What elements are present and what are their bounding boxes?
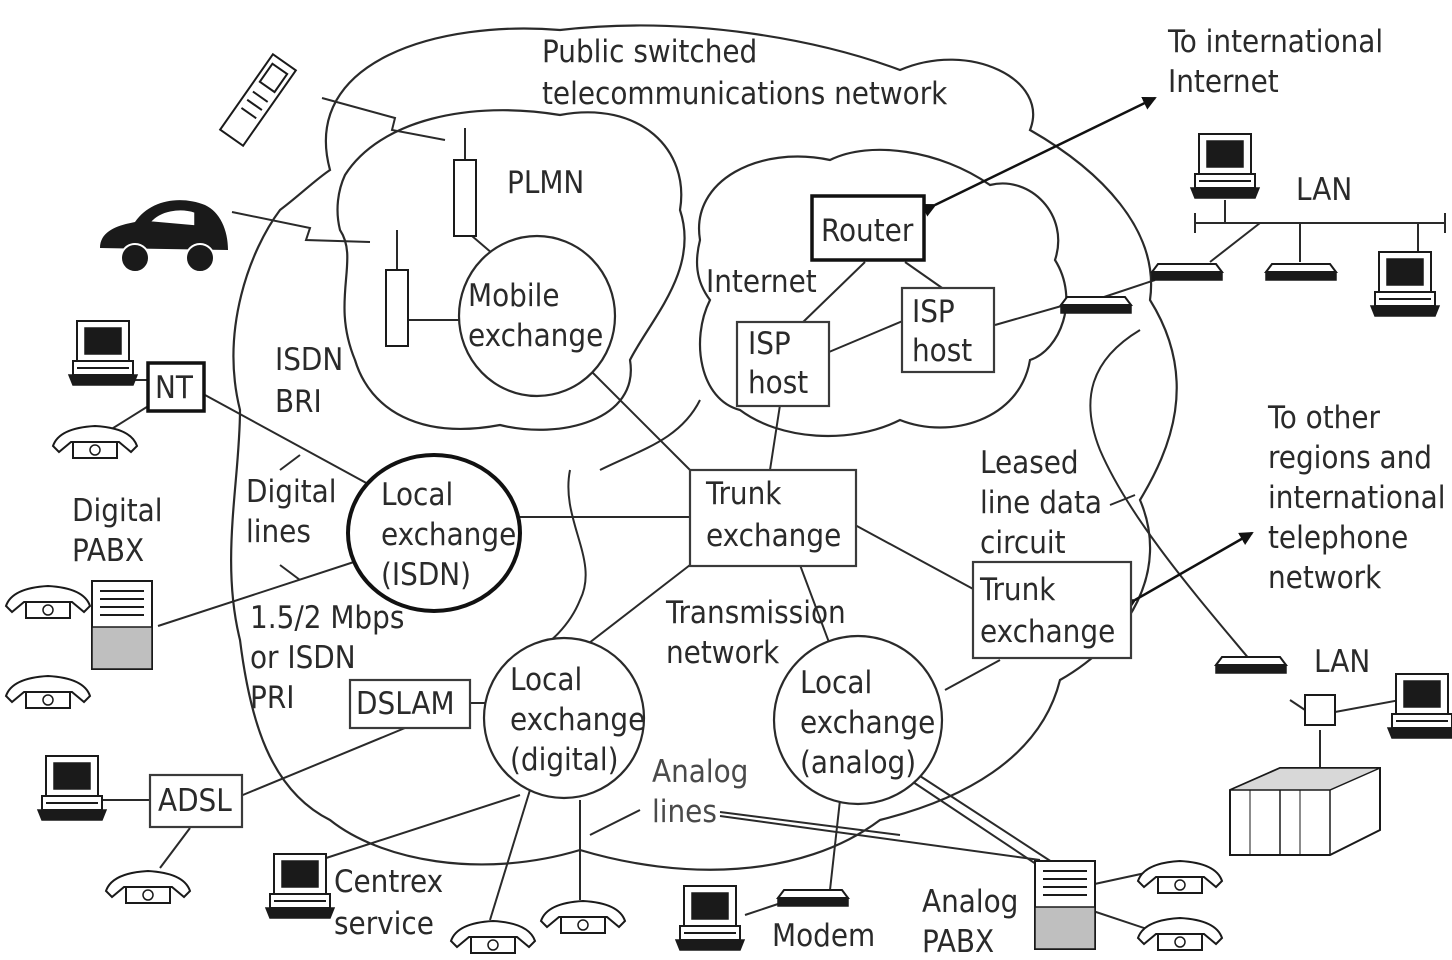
lan-bottom-pc-icon bbox=[1387, 673, 1452, 739]
isdn-pc-icon bbox=[68, 320, 138, 386]
mobile-phone-icon bbox=[218, 52, 298, 148]
arrow-international-internet bbox=[921, 96, 1157, 217]
modem-label: Modem bbox=[772, 918, 875, 954]
lan-pc-top-right-icon bbox=[1370, 251, 1440, 317]
nt-box bbox=[146, 361, 206, 413]
modem-pc-icon bbox=[675, 885, 745, 951]
adsl-box bbox=[148, 773, 244, 829]
isdn-phone-icon bbox=[52, 425, 138, 459]
isp-host-right-box bbox=[900, 286, 996, 374]
local-exchange-analog-circle bbox=[772, 634, 944, 806]
internet-label: Internet bbox=[706, 264, 817, 300]
lan-top-label: LAN bbox=[1296, 172, 1352, 208]
car-icon bbox=[100, 200, 228, 273]
lan-modem-2-icon bbox=[1265, 263, 1337, 281]
nt-label: NT bbox=[155, 370, 194, 406]
pstn-cloud bbox=[230, 24, 1178, 871]
adsl-phone-icon bbox=[105, 870, 191, 904]
local-exchange-isdn-circle bbox=[346, 453, 522, 613]
trunk-exchange-center-box bbox=[688, 468, 858, 568]
pabx-phone-1-icon bbox=[5, 585, 91, 619]
adsl-label: ADSL bbox=[158, 783, 232, 819]
mobile-exchange-circle bbox=[457, 234, 617, 398]
radio-link-phone bbox=[321, 97, 446, 141]
arrow-international-telephone bbox=[1121, 531, 1254, 613]
analog-pabx-phone-2-icon bbox=[1137, 917, 1223, 951]
isp-host-left-box bbox=[735, 320, 831, 408]
base-station-antenna-2 bbox=[385, 230, 409, 347]
centrex-phone-1-icon bbox=[450, 920, 536, 954]
local-exchange-digital-circle bbox=[482, 636, 646, 800]
lan-bus-top bbox=[1094, 200, 1446, 301]
radio-link-car bbox=[231, 211, 371, 243]
base-station-antenna-1 bbox=[453, 128, 477, 237]
trunk-exchange-right-box bbox=[971, 560, 1133, 660]
lan-modem-1-icon bbox=[1151, 263, 1223, 281]
analog-pabx-phone-1-icon bbox=[1137, 860, 1223, 894]
links bbox=[100, 130, 1401, 931]
lan-bottom-modem-icon bbox=[1215, 656, 1287, 674]
centrex-pc-icon bbox=[265, 853, 335, 919]
plmn-label: PLMN bbox=[507, 165, 584, 201]
lan-pc-top-left-icon bbox=[1190, 133, 1260, 199]
pabx-phone-2-icon bbox=[5, 675, 91, 709]
centrex-phone-2-icon bbox=[540, 900, 626, 934]
transmission-boundary-2 bbox=[599, 399, 701, 471]
isp-modem-icon bbox=[1060, 296, 1132, 314]
router-box bbox=[810, 194, 926, 262]
plmn-region bbox=[336, 109, 686, 431]
dslam-label: DSLAM bbox=[356, 686, 455, 722]
digital-pabx-icon bbox=[91, 580, 153, 670]
mainframe-icon bbox=[1229, 694, 1381, 856]
internet-cloud bbox=[695, 148, 1068, 438]
adsl-pc-icon bbox=[37, 755, 107, 821]
analog-modem-icon bbox=[777, 889, 849, 907]
lan-bottom-label: LAN bbox=[1314, 644, 1370, 680]
analog-pabx-icon bbox=[1034, 860, 1096, 950]
router-label: Router bbox=[821, 213, 914, 249]
dslam-box bbox=[348, 678, 472, 730]
